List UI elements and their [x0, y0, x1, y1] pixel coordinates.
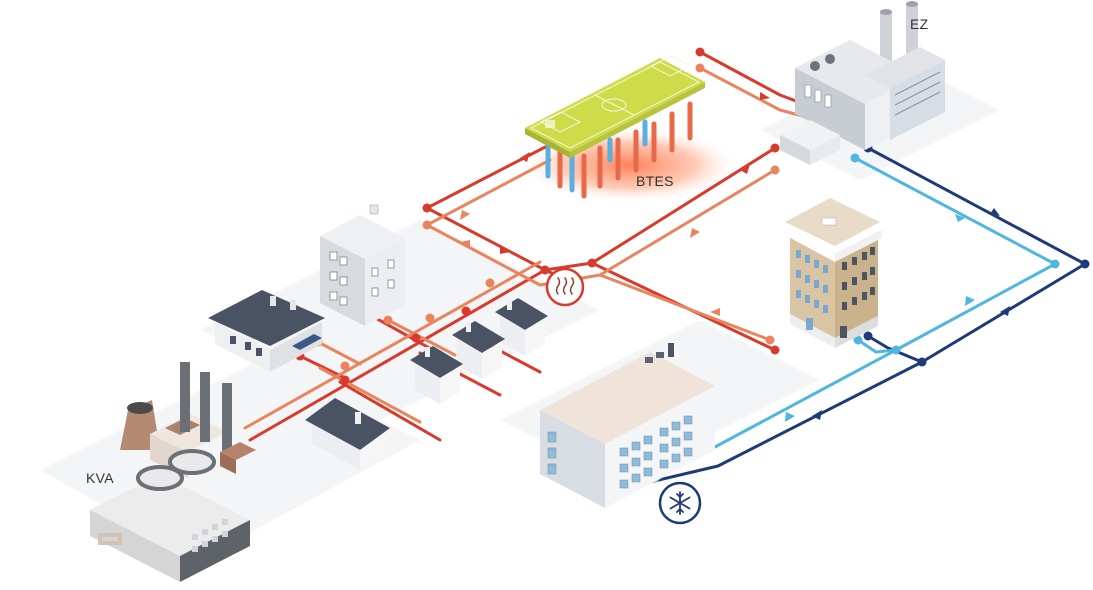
label-btes: BTES	[636, 173, 674, 189]
heat-waves-icon	[555, 277, 575, 295]
house	[495, 298, 548, 356]
btes-borefield	[525, 55, 705, 199]
house	[452, 321, 505, 379]
villa	[208, 290, 325, 372]
office-tower	[783, 198, 882, 348]
ez-data-center	[780, 1, 945, 165]
snowflake-icon	[669, 491, 691, 515]
apartment-block	[540, 343, 715, 508]
heat-exchanger[interactable]	[545, 267, 585, 307]
house	[410, 346, 463, 404]
residential-tower	[320, 204, 405, 326]
hot-return-btes-loop	[425, 158, 552, 227]
label-ez: EZ	[910, 16, 929, 32]
label-kva: KVA	[86, 470, 114, 486]
houses	[305, 298, 548, 470]
cooling-station[interactable]	[658, 481, 702, 525]
kva-plant	[90, 362, 256, 582]
hot-supply-btes-loop	[425, 140, 557, 210]
house	[305, 398, 390, 470]
